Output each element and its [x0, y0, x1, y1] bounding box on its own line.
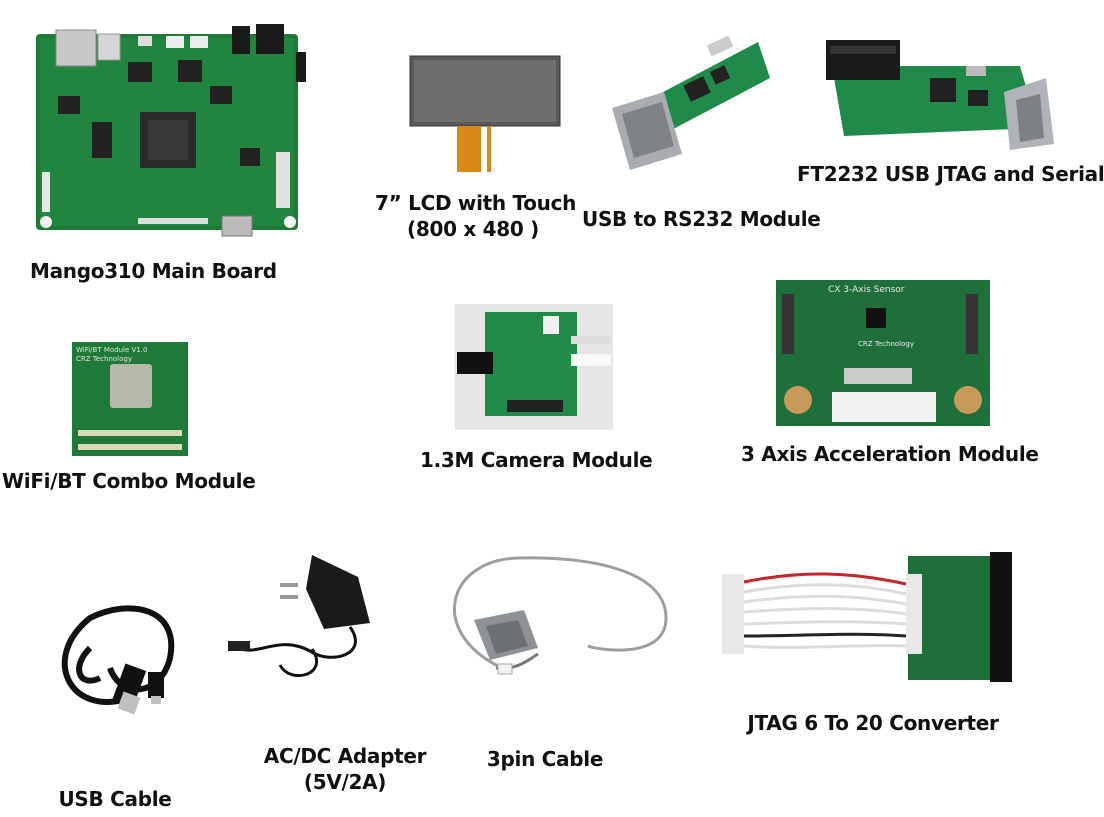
- accel-board-brand: CRZ Technology: [858, 340, 914, 348]
- jtag-converter-caption: JTAG 6 To 20 Converter: [747, 711, 999, 735]
- camera-photo: [455, 304, 613, 430]
- accel-caption: 3 Axis Acceleration Module: [741, 442, 1039, 466]
- usb-cable-photo: [61, 605, 175, 715]
- adapter-photo: [228, 555, 370, 677]
- lcd-caption-line1: 7” LCD with Touch: [375, 191, 577, 215]
- 3pin-cable-photo: [453, 556, 668, 675]
- usb-cable-caption: USB Cable: [58, 787, 172, 811]
- ft2232-caption: FT2232 USB JTAG and Serial: [797, 162, 1104, 186]
- wifi-bt-photo: WiFi/BT Module V1.0 CRZ Technology: [72, 342, 188, 456]
- adapter-caption-line2: (5V/2A): [303, 770, 387, 794]
- usb-rs232-photo: [612, 35, 770, 170]
- wifi-bt-caption: WiFi/BT Combo Module: [2, 469, 256, 493]
- accel-board-title: CX 3-Axis Sensor: [828, 285, 905, 295]
- lcd-caption-line2: (800 x 480 ): [407, 217, 539, 241]
- camera-caption: 1.3M Camera Module: [420, 448, 653, 472]
- adapter-caption-line1: AC/DC Adapter: [263, 744, 427, 768]
- ft2232-photo: [826, 40, 1054, 150]
- wifi-board-title: WiFi/BT Module V1.0: [76, 346, 147, 354]
- 3pin-cable-caption: 3pin Cable: [486, 747, 604, 771]
- mango310-board-photo: [36, 24, 306, 237]
- usb-rs232-caption: USB to RS232 Module: [582, 207, 821, 231]
- lcd-photo: [409, 55, 561, 172]
- jtag-converter-photo: [722, 552, 1012, 682]
- accel-photo: CX 3-Axis Sensor CRZ Technology: [776, 280, 990, 426]
- wifi-board-brand: CRZ Technology: [76, 355, 132, 363]
- mango310-caption: Mango310 Main Board: [30, 259, 277, 283]
